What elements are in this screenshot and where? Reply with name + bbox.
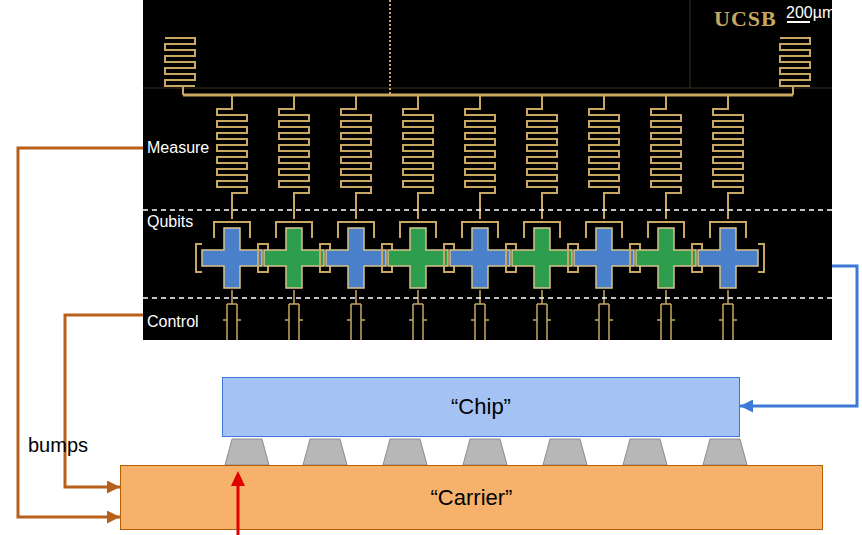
region-label: Qubits — [147, 213, 193, 231]
region-label: Control — [147, 313, 199, 331]
connector-arrow — [18, 148, 143, 517]
logo-text-wrap: UCSB — [714, 6, 777, 32]
bumps-label: bumps — [28, 434, 88, 457]
bumps-label-wrap: bumps — [28, 434, 88, 457]
carrier-box: “Carrier” — [120, 465, 823, 530]
box-label: “Chip” — [451, 394, 511, 420]
box-label: “Carrier” — [431, 485, 513, 511]
measure-region: Measure — [143, 0, 832, 210]
chip-box: “Chip” — [222, 377, 740, 437]
scale-label: 200µm — [786, 4, 835, 22]
scale-label-wrap: 200µm — [786, 4, 835, 22]
region-label: Measure — [147, 139, 209, 157]
chip-photo — [143, 0, 832, 340]
qubits-region: Qubits — [143, 210, 832, 298]
control-region: Control — [143, 298, 832, 340]
connector-arrow — [65, 315, 143, 487]
logo-text: UCSB — [714, 6, 777, 32]
connector-arrow — [740, 266, 857, 406]
